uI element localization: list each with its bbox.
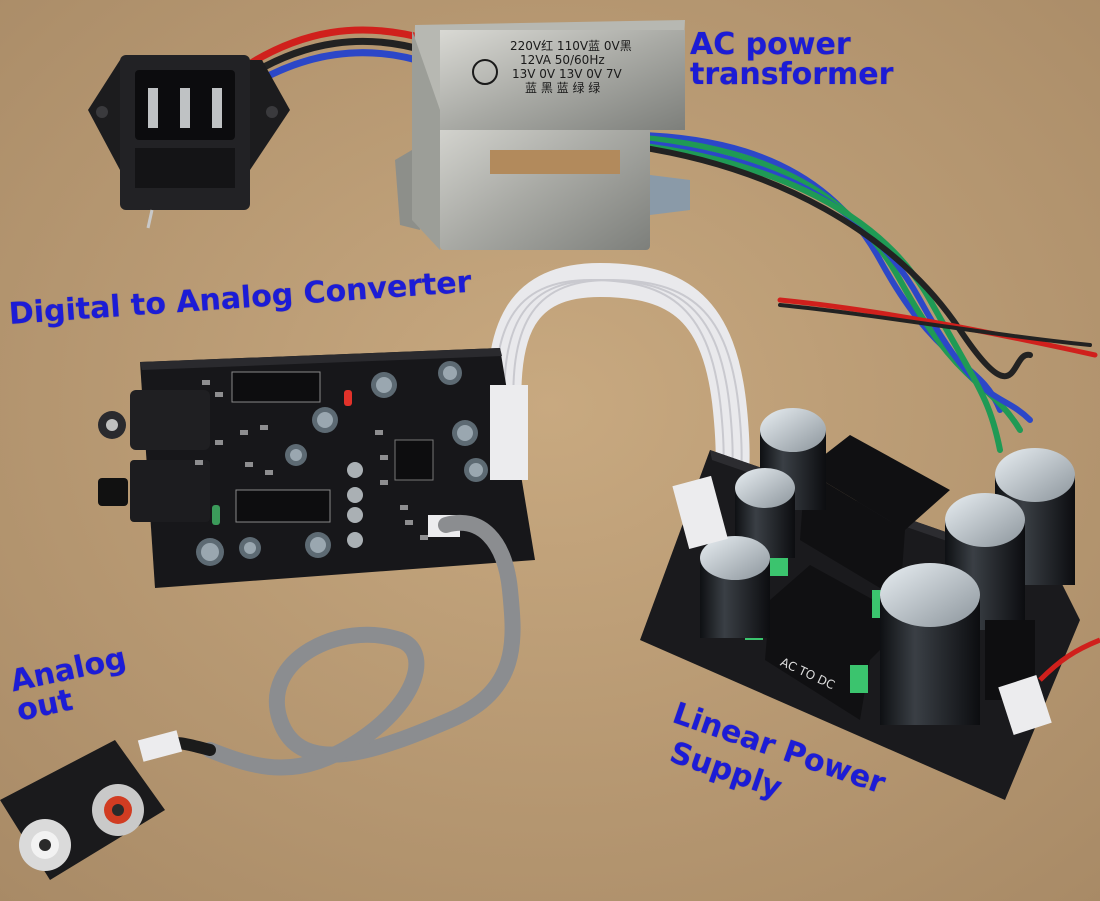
transformer-text-line2: 12VA 50/60Hz [520, 53, 605, 67]
psu-input-header [672, 475, 728, 550]
psu-heatsinks [765, 435, 950, 720]
transformer-text-line4: 蓝 黑 蓝 绿 绿 [525, 80, 600, 95]
ac-power-inlet [88, 55, 290, 229]
dac-red-led [344, 390, 352, 406]
dac-ic-bottom [235, 489, 331, 523]
dac-board [98, 348, 535, 588]
label-ac-power-transformer: AC power transformer [690, 30, 893, 90]
psu-board: AC TO DC [640, 408, 1100, 800]
transformer-logo [472, 59, 498, 85]
transformer-text-line3: 13V 0V 13V 0V 7V [512, 67, 623, 81]
label-ac-line2: transformer [690, 57, 894, 92]
dac-capacitors [196, 361, 488, 566]
psu-output-header [998, 675, 1052, 735]
transformer-wires [517, 131, 1098, 453]
dac-coax-input [98, 390, 210, 450]
transformer-text-line1: 220V红 110V蓝 0V黑 [510, 38, 632, 53]
dac-ribbon-header [490, 385, 528, 480]
analog-out-jacks [0, 730, 183, 880]
inlet-wires [236, 26, 434, 90]
psu-capacitors [700, 408, 1075, 725]
dac-green-resistor [212, 505, 220, 525]
label-ac-line1: AC power [690, 27, 851, 62]
dac-smd-parts [195, 380, 428, 540]
ac-power-transformer: 220V红 110V蓝 0V黑 12VA 50/60Hz 13V 0V 13V … [395, 20, 690, 250]
dac-ic-top [231, 371, 321, 403]
dac-optical-input [98, 460, 210, 522]
dac-opamp [394, 439, 434, 481]
